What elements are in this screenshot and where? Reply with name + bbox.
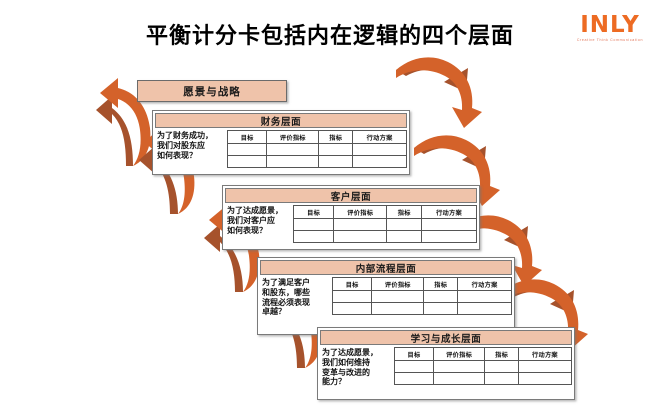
table-cell[interactable] — [371, 290, 425, 303]
column-header-action: 行动方案 — [352, 130, 407, 144]
panel-financial-header: 财务层面 — [155, 113, 407, 128]
column-header-measure: 评价指标 — [371, 277, 425, 291]
column-header-measure: 评价指标 — [432, 347, 486, 361]
table-cell[interactable] — [331, 290, 373, 303]
table-cell[interactable] — [517, 372, 573, 385]
panel-financial[interactable]: 财务层面 为了财务成功， 我们对股东应 如何表现？ 目标 评价指标 指标 行动方… — [152, 110, 410, 175]
vision-strategy-box[interactable]: 愿景与战略 — [137, 80, 287, 102]
panel-financial-question: 为了财务成功， 我们对股东应 如何表现？ — [157, 130, 213, 160]
table-cell[interactable] — [352, 143, 407, 156]
inly-logo: INLY Creative Think Communication — [572, 14, 648, 42]
column-header-target: 指标 — [318, 130, 354, 144]
table-header-row: 目标 评价指标 指标 行动方案 — [394, 347, 573, 361]
panel-financial-body: 为了财务成功， 我们对股东应 如何表现？ 目标 评价指标 指标 行动方案 — [155, 130, 407, 168]
column-header-goal: 目标 — [292, 205, 335, 219]
panel-customer-question: 为了达成愿景， 我们对客户应 如何表现？ — [227, 205, 283, 235]
table-cell[interactable] — [421, 218, 477, 231]
panel-learning-growth-question: 为了达成愿景， 我们如何维持 变革与改进的 能力？ — [322, 347, 378, 387]
table-row[interactable] — [226, 155, 407, 168]
panel-internal-process-header: 内部流程层面 — [260, 260, 512, 275]
table-cell[interactable] — [457, 290, 512, 303]
panel-customer-title: 客户层面 — [330, 191, 372, 203]
table-cell[interactable] — [432, 372, 486, 385]
table-cell[interactable] — [484, 372, 519, 385]
column-header-action: 行动方案 — [517, 347, 573, 361]
logo-wordmark: INLY — [580, 12, 640, 38]
panel-learning-growth[interactable]: 学习与成长层面 为了达成愿景， 我们如何维持 变革与改进的 能力？ 目标 评价指… — [317, 327, 575, 400]
table-row[interactable] — [331, 290, 512, 303]
table-cell[interactable] — [318, 155, 354, 168]
page-title: 平衡计分卡包括内在逻辑的四个层面 — [145, 23, 514, 48]
table-cell[interactable] — [266, 155, 320, 168]
table-cell[interactable] — [333, 230, 388, 243]
table-cell[interactable] — [226, 155, 268, 168]
panel-learning-growth-title: 学习与成长层面 — [410, 333, 482, 345]
panel-customer-body: 为了达成愿景， 我们对客户应 如何表现？ 目标 评价指标 指标 行动方案 — [225, 205, 477, 243]
table-cell[interactable] — [371, 302, 425, 315]
column-header-target: 指标 — [484, 347, 519, 361]
table-cell[interactable] — [421, 230, 477, 243]
table-cell[interactable] — [394, 372, 434, 385]
column-header-measure: 评价指标 — [266, 130, 320, 144]
table-cell[interactable] — [292, 218, 335, 231]
table-cell[interactable] — [386, 230, 423, 243]
table-cell[interactable] — [423, 290, 459, 303]
table-row[interactable] — [394, 372, 573, 385]
table-cell[interactable] — [226, 143, 268, 156]
table-row[interactable] — [226, 143, 407, 156]
table-cell[interactable] — [331, 302, 373, 315]
column-header-goal: 目标 — [331, 277, 373, 291]
table-cell[interactable] — [266, 143, 320, 156]
panel-internal-process-question: 为了满足客户 和股东，哪些 流程必须表现 卓越？ — [262, 277, 310, 317]
logo-tagline: Creative Think Communication — [576, 38, 644, 42]
table-header-row: 目标 评价指标 指标 行动方案 — [292, 205, 477, 219]
table-cell[interactable] — [484, 360, 519, 373]
panel-customer-table[interactable]: 目标 评价指标 指标 行动方案 — [292, 205, 477, 243]
table-cell[interactable] — [352, 155, 407, 168]
table-row[interactable] — [292, 230, 477, 243]
table-header-row: 目标 评价指标 指标 行动方案 — [331, 277, 512, 291]
table-row[interactable] — [394, 360, 573, 373]
table-cell[interactable] — [318, 143, 354, 156]
column-header-goal: 目标 — [226, 130, 268, 144]
column-header-target: 指标 — [423, 277, 459, 291]
column-header-goal: 目标 — [394, 347, 434, 361]
table-cell[interactable] — [517, 360, 573, 373]
panel-internal-process[interactable]: 内部流程层面 为了满足客户 和股东，哪些 流程必须表现 卓越？ 目标 评价指标 … — [257, 257, 515, 335]
table-header-row: 目标 评价指标 指标 行动方案 — [226, 130, 407, 144]
panel-financial-title: 财务层面 — [260, 116, 302, 128]
panel-learning-growth-table[interactable]: 目标 评价指标 指标 行动方案 — [394, 347, 573, 385]
table-cell[interactable] — [333, 218, 388, 231]
panel-customer-header: 客户层面 — [225, 188, 477, 203]
table-cell[interactable] — [457, 302, 512, 315]
table-cell[interactable] — [423, 302, 459, 315]
column-header-action: 行动方案 — [457, 277, 512, 291]
panel-internal-process-title: 内部流程层面 — [355, 263, 417, 275]
table-cell[interactable] — [292, 230, 335, 243]
vision-strategy-label: 愿景与战略 — [183, 85, 241, 98]
table-row[interactable] — [292, 218, 477, 231]
panel-customer[interactable]: 客户层面 为了达成愿景， 我们对客户应 如何表现？ 目标 评价指标 指标 行动方… — [222, 185, 480, 250]
column-header-action: 行动方案 — [421, 205, 477, 219]
table-cell[interactable] — [432, 360, 486, 373]
table-cell[interactable] — [394, 360, 434, 373]
panel-learning-growth-body: 为了达成愿景， 我们如何维持 变革与改进的 能力？ 目标 评价指标 指标 行动方… — [320, 347, 573, 387]
panel-internal-process-body: 为了满足客户 和股东，哪些 流程必须表现 卓越？ 目标 评价指标 指标 行动方案 — [260, 277, 512, 317]
table-cell[interactable] — [386, 218, 423, 231]
column-header-measure: 评价指标 — [333, 205, 388, 219]
panel-learning-growth-header: 学习与成长层面 — [320, 330, 572, 345]
panel-internal-process-table[interactable]: 目标 评价指标 指标 行动方案 — [331, 277, 512, 315]
column-header-target: 指标 — [386, 205, 423, 219]
table-row[interactable] — [331, 302, 512, 315]
panel-financial-table[interactable]: 目标 评价指标 指标 行动方案 — [226, 130, 407, 168]
